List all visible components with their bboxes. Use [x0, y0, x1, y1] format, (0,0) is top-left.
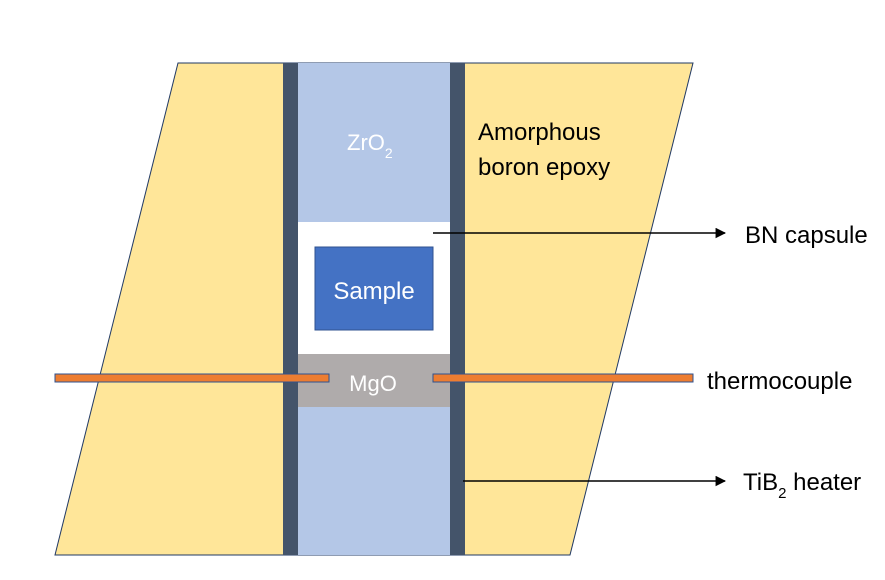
bn-capsule-label: BN capsule: [745, 222, 868, 249]
epoxy-label-line2: boron epoxy: [478, 154, 610, 181]
heater-wall-left: [283, 63, 298, 555]
zro2-label: ZrO2: [347, 130, 393, 161]
zro2-upper: [298, 63, 450, 222]
heater-wall-right: [450, 63, 465, 555]
sample-block: [314, 246, 434, 331]
thermocouple-left: [54, 373, 330, 383]
heater-label: TiB2 heater: [743, 469, 861, 502]
zro2-lower: [298, 407, 450, 555]
sample-label: Sample: [333, 278, 414, 305]
thermocouple-label: thermocouple: [707, 368, 852, 395]
thermocouple-right: [432, 373, 694, 383]
epoxy-label-line1: Amorphous: [478, 119, 601, 146]
mgo-label: MgO: [349, 371, 397, 396]
